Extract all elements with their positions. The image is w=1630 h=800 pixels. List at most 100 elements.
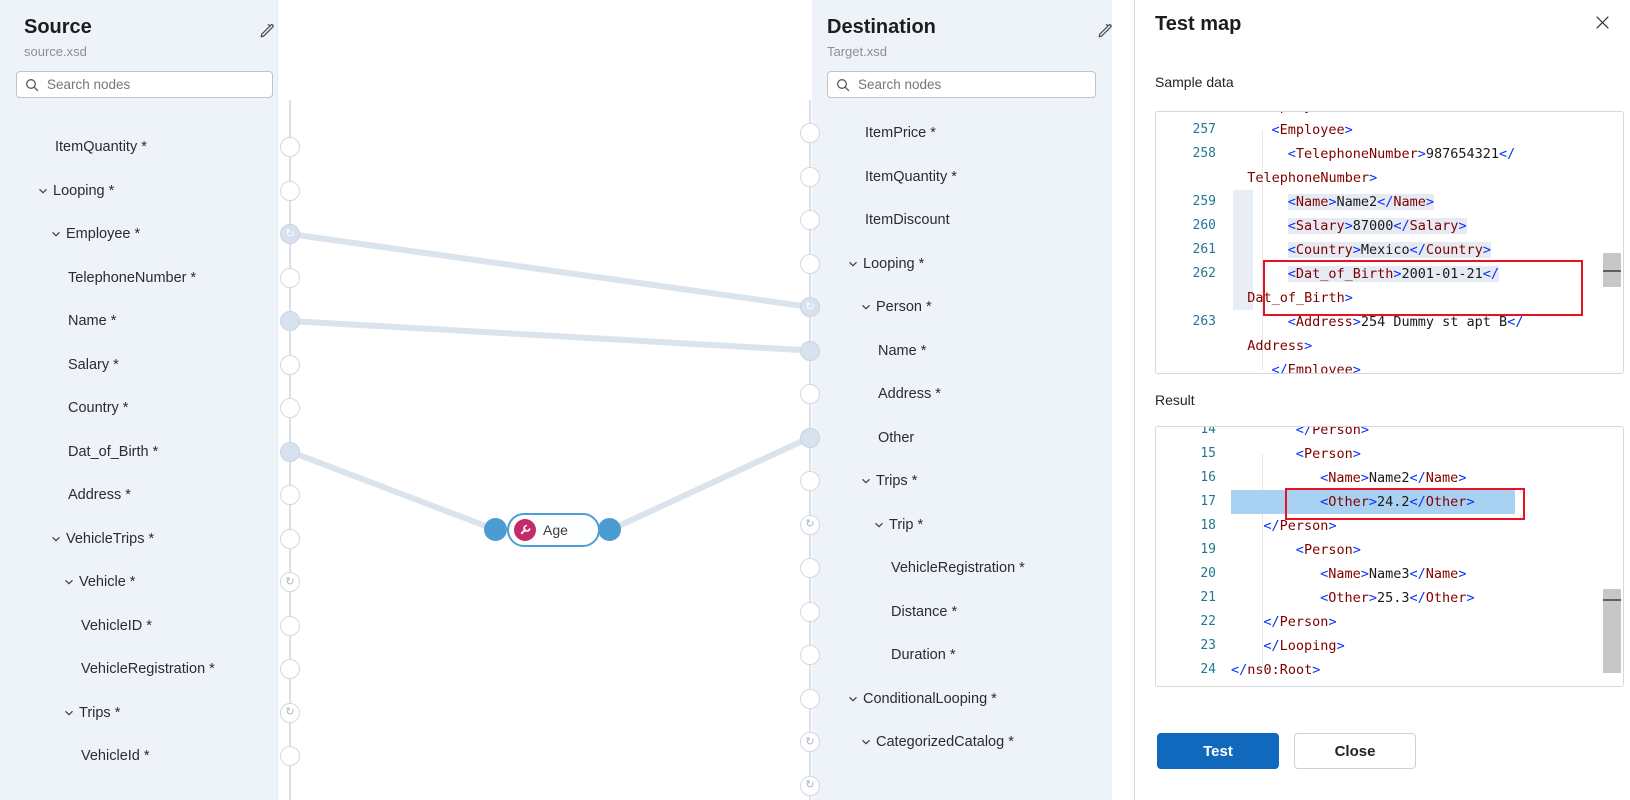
tree-node-looping[interactable]: Looping *: [37, 180, 114, 202]
port-unlabeled[interactable]: ↻: [800, 775, 820, 796]
port-vehicleregistration[interactable]: [800, 558, 820, 578]
tree-node-vehicleregistration[interactable]: VehicleRegistration *: [891, 557, 1025, 579]
tree-node-person[interactable]: Person *: [860, 296, 932, 318]
port-vehicleid[interactable]: [280, 746, 300, 766]
port-employee[interactable]: ↻: [280, 224, 300, 244]
port-address[interactable]: [800, 384, 820, 404]
tree-node-salary[interactable]: Salary *: [68, 354, 119, 376]
port-name[interactable]: [280, 311, 300, 331]
tree-node-trips[interactable]: Trips *: [860, 470, 917, 492]
scrollbar-thumb[interactable]: [1603, 589, 1621, 673]
loop-icon: ↻: [805, 779, 815, 791]
port-trip[interactable]: ↻: [800, 514, 820, 535]
code-line: </Person>: [1263, 518, 1337, 534]
port-trips[interactable]: ↻: [280, 702, 300, 723]
tree-node-label: Country *: [68, 400, 129, 416]
sample-data-editor[interactable]: </Employee>257<Employee>258<TelephoneNum…: [1155, 111, 1624, 374]
edit-source-schema-button[interactable]: [258, 19, 277, 38]
tree-node-vehicle[interactable]: Vehicle *: [63, 571, 135, 593]
pencil-icon: [1096, 23, 1115, 41]
port-itemquantity[interactable]: [280, 137, 300, 157]
port-categorizedcatalog[interactable]: ↻: [800, 732, 820, 752]
tree-node-dat_of_birth[interactable]: Dat_of_Birth *: [68, 441, 158, 463]
tree-node-distance[interactable]: Distance *: [891, 601, 957, 623]
port-salary[interactable]: [280, 354, 300, 375]
port-name[interactable]: [800, 340, 820, 361]
port-person[interactable]: ↻: [800, 297, 820, 317]
line-number: 16: [1200, 470, 1216, 485]
tree-node-conditionallooping[interactable]: ConditionalLooping *: [847, 688, 997, 710]
tree-node-categorizedcatalog[interactable]: CategorizedCatalog *: [860, 731, 1014, 753]
test-button[interactable]: Test: [1157, 733, 1279, 769]
tree-node-employee[interactable]: Employee *: [50, 223, 140, 245]
port-itemquantity[interactable]: [800, 166, 820, 187]
tree-node-itemquantity[interactable]: ItemQuantity *: [55, 136, 147, 158]
close-button[interactable]: Close: [1294, 733, 1416, 769]
tree-node-vehicletrips[interactable]: VehicleTrips *: [50, 528, 154, 550]
tree-node-trips[interactable]: Trips *: [63, 702, 120, 724]
tree-node-vehicleid[interactable]: VehicleID *: [81, 615, 152, 637]
tree-node-trip[interactable]: Trip *: [873, 514, 923, 536]
chevron-down-icon: [860, 301, 872, 313]
port-trips[interactable]: [800, 471, 820, 491]
port-duration[interactable]: [800, 645, 820, 665]
port-itemprice[interactable]: [800, 123, 820, 143]
source-search[interactable]: [16, 71, 273, 98]
tree-node-vehicleid[interactable]: VehicleId *: [81, 745, 150, 767]
chevron-down-icon: [37, 185, 49, 197]
tree-node-label: VehicleTrips *: [66, 530, 155, 547]
line-number: 257: [1192, 122, 1216, 137]
scrollbar-decoration: [1603, 599, 1621, 601]
close-panel-button[interactable]: [1594, 14, 1611, 31]
tree-node-telephonenumber[interactable]: TelephoneNumber *: [68, 267, 196, 289]
port-vehicle[interactable]: ↻: [280, 572, 300, 592]
port-other[interactable]: [800, 427, 820, 448]
tree-node-itemprice[interactable]: ItemPrice *: [865, 122, 936, 144]
connection-line[interactable]: [287, 448, 499, 533]
port-country[interactable]: [280, 398, 300, 418]
connection-line[interactable]: [287, 231, 813, 310]
port-telephonenumber[interactable]: [280, 267, 300, 288]
tree-node-other[interactable]: Other: [878, 427, 914, 449]
tree-node-name[interactable]: Name *: [878, 340, 926, 362]
tree-node-country[interactable]: Country *: [68, 397, 128, 419]
code-line: </Employee>: [1247, 112, 1336, 118]
port-vehicleid[interactable]: [280, 615, 300, 636]
port-address[interactable]: [280, 485, 300, 505]
tree-node-label: ConditionalLooping *: [863, 690, 997, 707]
port-itemdiscount[interactable]: [800, 210, 820, 230]
source-search-input[interactable]: [45, 76, 264, 93]
tree-node-itemdiscount[interactable]: ItemDiscount: [865, 209, 950, 231]
tree-node-looping[interactable]: Looping *: [847, 253, 924, 275]
result-editor[interactable]: 14</Person>15<Person>16<Name>Name2</Name…: [1155, 426, 1624, 687]
loop-icon: ↻: [285, 575, 295, 588]
tree-node-address[interactable]: Address *: [878, 383, 941, 405]
edit-destination-schema-button[interactable]: [1096, 19, 1115, 38]
destination-search[interactable]: [827, 71, 1096, 98]
function-node-age[interactable]: Age: [507, 513, 600, 547]
chevron-down-icon: [63, 576, 75, 588]
tree-node-itemquantity[interactable]: ItemQuantity *: [865, 166, 957, 188]
wrench-icon: [514, 519, 536, 541]
connection-line[interactable]: [607, 434, 813, 533]
port-vehicletrips[interactable]: [280, 528, 300, 549]
line-number: 21: [1200, 590, 1216, 605]
tree-node-label: Person *: [876, 299, 932, 315]
port-conditionallooping[interactable]: [800, 688, 820, 709]
tree-node-address[interactable]: Address *: [68, 484, 131, 506]
tree-node-name[interactable]: Name *: [68, 310, 116, 332]
tree-node-vehicleregistration[interactable]: VehicleRegistration *: [81, 658, 215, 680]
destination-search-input[interactable]: [856, 76, 1087, 93]
port-looping[interactable]: [280, 180, 300, 201]
port-looping[interactable]: [800, 253, 820, 274]
port-vehicleregistration[interactable]: [280, 659, 300, 679]
tree-node-label: Other: [878, 429, 915, 446]
function-output-handle[interactable]: [598, 518, 621, 541]
line-number: 263: [1192, 314, 1216, 329]
port-distance[interactable]: [800, 601, 820, 622]
function-input-handle[interactable]: [484, 518, 507, 541]
port-dat_of_birth[interactable]: [280, 441, 300, 462]
tree-node-duration[interactable]: Duration *: [891, 644, 955, 666]
connection-line[interactable]: [287, 318, 813, 354]
code-line: <Name>Name2</Name>: [1320, 470, 1467, 486]
